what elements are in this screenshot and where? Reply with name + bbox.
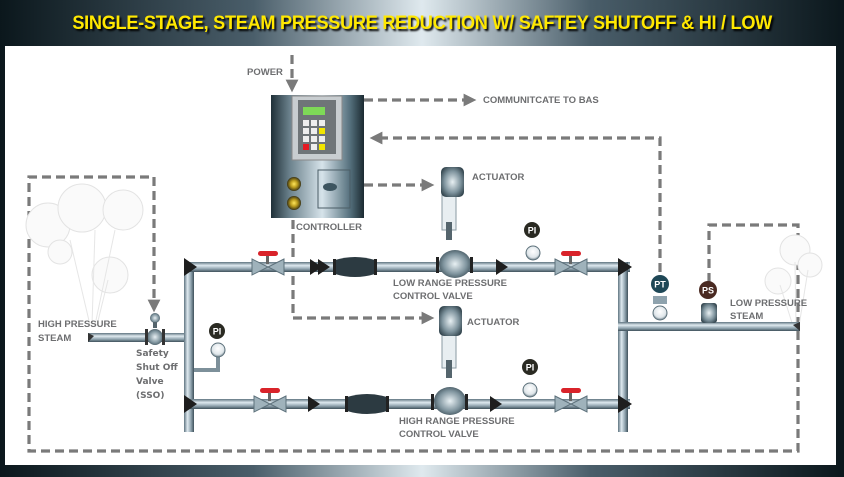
ps-label: PS — [702, 286, 714, 296]
high-range-label-2: CONTROL VALVE — [399, 429, 479, 440]
actuator-bottom-line — [291, 220, 435, 325]
pi-label: PI — [528, 226, 537, 236]
flow-arrows — [184, 258, 632, 413]
low-range-control-valve — [436, 194, 473, 278]
pressure-switch: PS — [699, 281, 717, 323]
pressure-indicator-low: PI — [524, 222, 541, 261]
lp-steam-label-1: LOW PRESSURE — [730, 298, 807, 309]
pi-branch-pipe — [194, 355, 220, 372]
diagram-svg: PI PI PI PT PS POW — [25, 55, 823, 453]
low-range-pipe — [184, 262, 630, 272]
ps-shutoff-line — [27, 175, 800, 453]
title-bar: SINGLE-STAGE, STEAM PRESSURE REDUCTION W… — [0, 0, 844, 46]
actuator-bottom-label: ACTUATOR — [467, 317, 520, 328]
pt-label: PT — [654, 280, 666, 290]
pressure-indicator-inlet: PI — [209, 323, 226, 358]
pi-label: PI — [526, 363, 535, 373]
pi-label: PI — [213, 327, 222, 337]
lp-steam-label-2: STEAM — [730, 311, 763, 322]
high-range-label-1: HIGH RANGE PRESSURE — [399, 416, 515, 427]
left-header-pipe — [184, 262, 194, 432]
controller-label: CONTROLLER — [296, 222, 362, 233]
low-range-label-2: CONTROL VALVE — [393, 291, 473, 302]
sso-label-3: Valve — [136, 377, 164, 387]
hand-valve-high-outlet — [554, 388, 588, 413]
hp-inlet-pipe — [88, 333, 188, 342]
right-header-pipe — [618, 262, 628, 432]
sso-label-2: Shut Off — [136, 363, 178, 373]
high-range-pipe — [184, 399, 630, 409]
strainer-high — [345, 394, 389, 414]
pressure-transmitter: PT — [651, 275, 669, 321]
safety-shutoff-valve — [145, 313, 165, 345]
actuator-top — [441, 167, 464, 197]
hp-steam-label-1: HIGH PRESSURE — [38, 319, 117, 330]
piping — [88, 262, 800, 432]
diagram-canvas: PI PI PI PT PS POW — [5, 46, 836, 465]
indicator-light-2 — [287, 196, 301, 210]
communicate-label: COMMUNITCATE TO BAS — [483, 95, 599, 106]
diagram-title: SINGLE-STAGE, STEAM PRESSURE REDUCTION W… — [72, 11, 772, 34]
controller-keypad — [303, 120, 325, 150]
pt-feedback-line — [369, 131, 662, 272]
lp-outlet-pipe — [618, 322, 800, 331]
strainer-low — [333, 257, 377, 277]
controller-display — [303, 107, 325, 115]
actuator-top-label: ACTUATOR — [472, 172, 525, 183]
hand-valve-high-inlet — [253, 388, 287, 413]
signal-lines — [27, 55, 800, 453]
hand-valve-low-outlet — [554, 251, 588, 276]
high-pressure-steam-cloud — [25, 183, 144, 326]
controller — [271, 95, 364, 218]
indicator-light-1 — [287, 177, 301, 191]
low-pressure-steam-cloud — [764, 234, 823, 327]
pressure-indicator-high: PI — [522, 359, 538, 398]
hand-valve-low-inlet — [251, 251, 285, 276]
actuator-bottom — [439, 306, 462, 336]
high-range-control-valve — [431, 332, 468, 415]
sso-label-4: (SSO) — [136, 391, 164, 401]
low-range-label-1: LOW RANGE PRESSURE — [393, 278, 507, 289]
power-label: POWER — [247, 67, 283, 78]
sso-label-1: Safety — [136, 349, 169, 359]
hp-steam-label-2: STEAM — [38, 333, 71, 344]
